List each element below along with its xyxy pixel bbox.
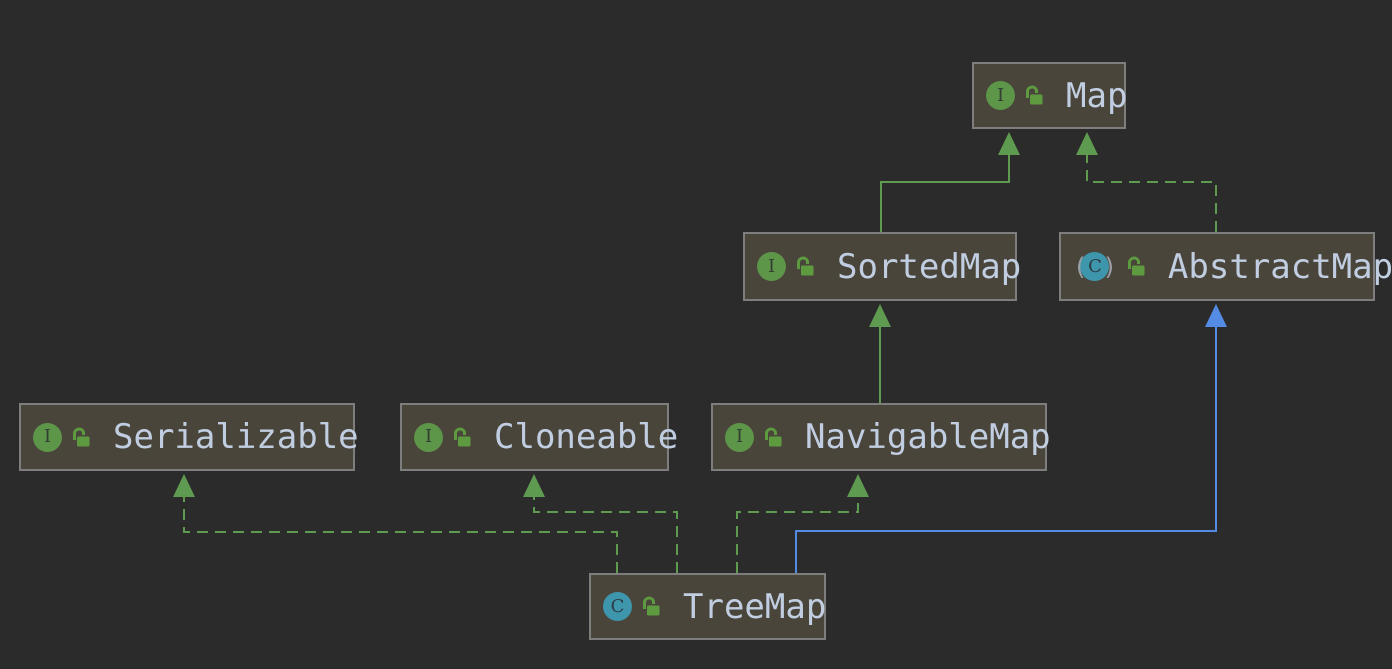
class-name-label: SortedMap — [837, 246, 1022, 287]
interface-circle: I — [414, 422, 443, 452]
unlock-icon — [1125, 255, 1146, 278]
class-name-label: TreeMap — [683, 586, 827, 627]
edge-treemap-implements-cloneable[interactable] — [523, 474, 678, 573]
arrowhead — [1076, 132, 1098, 155]
node-cloneable[interactable]: I Cloneable — [400, 403, 678, 471]
arrowhead — [847, 474, 869, 497]
edge-treemap-extends-abstractmap[interactable] — [795, 304, 1227, 573]
class-name-label: AbstractMap — [1167, 246, 1392, 287]
class-name-label: Map — [1066, 75, 1128, 116]
interface-icon: I — [725, 422, 754, 452]
node-navigablemap[interactable]: I NavigableMap — [711, 403, 1051, 471]
edge-abstractmap-implements-map[interactable] — [1076, 132, 1217, 232]
interface-icon: I — [33, 422, 62, 452]
interface-icon: I — [757, 252, 786, 281]
interface-circle: I — [757, 252, 786, 281]
unlock-icon — [640, 595, 661, 618]
arrowhead — [523, 474, 545, 497]
edge-sortedmap-extends-map[interactable] — [880, 132, 1020, 232]
interface-icon: I — [986, 81, 1015, 110]
interface-icon: I — [414, 422, 443, 452]
arrowhead — [1205, 304, 1227, 327]
class-name-label: NavigableMap — [805, 417, 1051, 457]
interface-circle: I — [725, 422, 754, 452]
class-icon: C — [603, 592, 632, 621]
unlock-icon — [762, 426, 783, 449]
interface-circle: I — [33, 422, 62, 452]
arrowhead — [869, 304, 891, 327]
interface-circle: I — [986, 81, 1015, 110]
edge-navigablemap-extends-sortedmap[interactable] — [869, 304, 891, 403]
node-serializable[interactable]: I Serializable — [19, 403, 359, 471]
edge-treemap-implements-serializable[interactable] — [173, 474, 618, 573]
unlock-icon — [70, 426, 91, 449]
arrowhead — [173, 474, 195, 497]
unlock-icon — [794, 255, 815, 278]
node-treemap[interactable]: C TreeMap — [589, 573, 826, 640]
class-circle: C — [1080, 252, 1110, 281]
node-sortedmap[interactable]: I SortedMap — [743, 232, 1021, 301]
class-name-label: Serializable — [113, 417, 359, 457]
abstract-paren-left: ( — [1073, 252, 1088, 281]
class-name-label: Cloneable — [494, 417, 679, 457]
abstract-class-icon: (C) — [1073, 252, 1117, 281]
abstract-paren-right: ) — [1102, 252, 1117, 281]
node-map[interactable]: I Map — [972, 62, 1128, 129]
edge-treemap-implements-navigablemap[interactable] — [736, 474, 869, 573]
unlock-icon — [451, 426, 472, 449]
node-abstractmap[interactable]: (C) AbstractMap — [1059, 232, 1392, 301]
class-circle: C — [603, 592, 632, 621]
unlock-icon — [1023, 84, 1044, 107]
arrowhead — [998, 132, 1020, 155]
